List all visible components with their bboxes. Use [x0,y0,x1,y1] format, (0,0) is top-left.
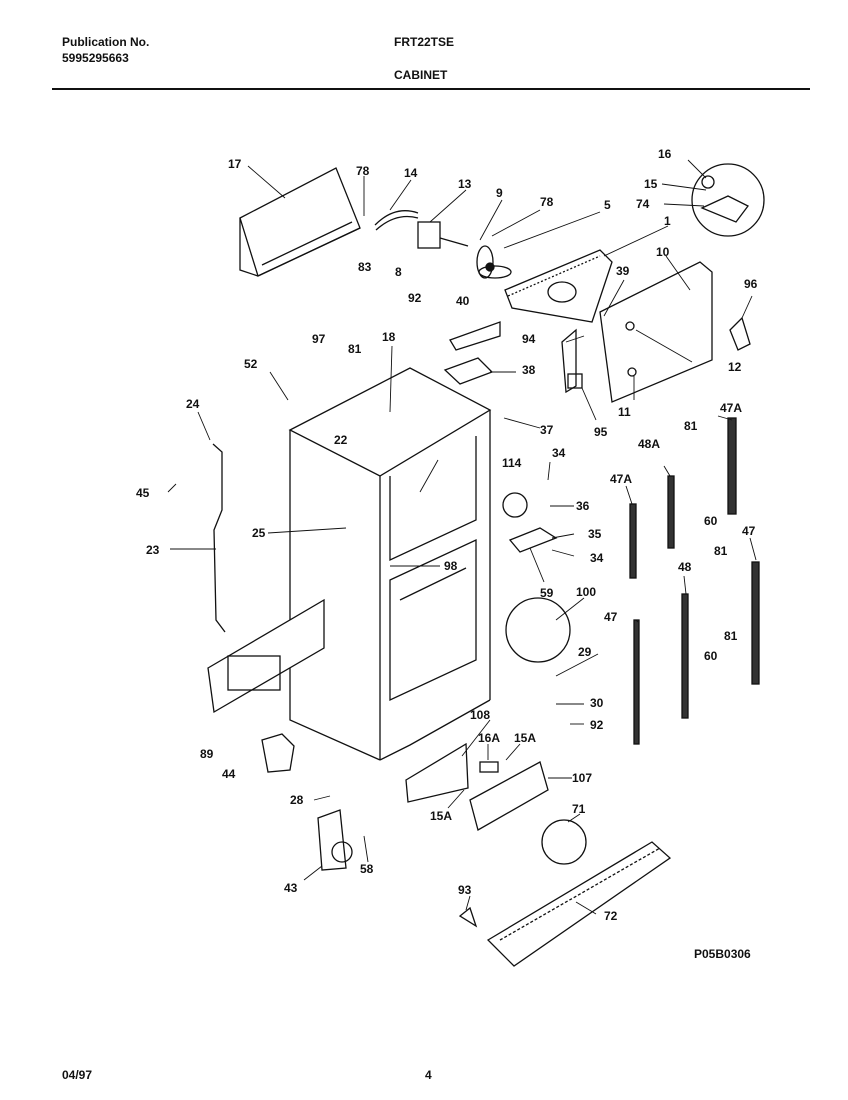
callout-label: 16 [658,147,672,161]
callout-label: 45 [136,486,150,500]
light-assembly-parts [405,742,549,831]
grille-assembly [458,819,672,967]
callout-label: 89 [200,747,214,761]
light-socket-inset [691,163,765,237]
callout-label: 107 [572,771,592,785]
callout-label: 36 [576,499,590,513]
callout-label: 11 [618,405,631,419]
callout-label: 17 [228,157,242,171]
callout-label: 81 [684,419,698,433]
model-number: FRT22TSE [394,35,455,49]
footer-date: 04/97 [62,1068,93,1082]
callout-label: 72 [604,909,618,923]
callout-label: 108 [470,708,490,722]
callout-label: 43 [284,881,298,895]
callout-label: 48 [678,560,692,574]
hinge-bracket-part [508,527,558,553]
motor-mount-part [317,809,353,871]
callout-label: 15 [644,177,658,191]
callout-labels: 17 78 14 13 9 78 5 1 16 15 74 83 8 10 39… [136,147,758,961]
callout-label: 28 [290,793,304,807]
callout-label: 59 [540,586,554,600]
callout-label: 83 [358,260,372,274]
compartment-panel-part [207,598,325,714]
callout-label: 52 [244,357,258,371]
callout-label: 81 [348,342,362,356]
callout-label: 98 [444,559,458,573]
callout-label: 14 [404,166,418,180]
callout-label: 58 [360,862,374,876]
callout-label: 78 [540,195,554,209]
callout-label: 100 [576,585,596,599]
publication-label: Publication No. [62,35,150,49]
callout-label: 94 [522,332,536,346]
section-title: CABINET [394,68,448,82]
callout-label: 12 [728,360,742,374]
callout-label: 40 [456,294,470,308]
callout-label: 92 [408,291,422,305]
callout-label: 18 [382,330,396,344]
callout-label: 96 [744,277,758,291]
callout-label: 47A [610,472,632,486]
callout-label: 60 [704,514,718,528]
callout-label: 47 [742,524,756,538]
callout-label: 74 [636,197,650,211]
callout-label: 25 [252,526,266,540]
callout-label: 78 [356,164,370,178]
fan-motor-assembly [374,210,512,279]
callout-label: 29 [578,645,592,659]
circle-inset-114 [502,492,528,518]
callout-label: 44 [222,767,236,781]
callout-label: 92 [590,718,604,732]
bracket-96-part [729,316,751,351]
control-housing-part [239,167,361,277]
callout-label: 71 [572,802,586,816]
callout-label: 1 [664,214,671,228]
thermostat-bracket-parts [443,321,583,394]
relay-part [261,733,295,773]
callout-label: 8 [395,265,402,279]
callout-label: 13 [458,177,472,191]
drain-tube-part [212,443,226,633]
callout-label: 37 [540,423,554,437]
callout-label: 93 [458,883,472,897]
callout-label: 15A [430,809,452,823]
callout-label: 9 [496,186,503,200]
callout-label: 10 [656,245,670,259]
callout-label: 30 [590,696,604,710]
footer-page-number: 4 [425,1068,432,1082]
callout-label: 22 [334,433,348,447]
callout-label: 97 [312,332,326,346]
callout-label: 60 [704,649,718,663]
callout-label: 81 [714,544,728,558]
diagram-code: P05B0306 [694,947,751,961]
publication-number: 5995295663 [62,51,129,65]
callout-label: 114 [502,456,522,470]
callout-label: 81 [724,629,738,643]
callout-label: 16A [478,731,500,745]
callout-label: 34 [590,551,604,565]
callout-label: 39 [616,264,630,278]
callout-label: 23 [146,543,160,557]
callout-label: 35 [588,527,602,541]
callout-label: 34 [552,446,566,460]
callout-label: 38 [522,363,536,377]
leader-lines [167,159,757,915]
callout-label: 15A [514,731,536,745]
callout-label: 48A [638,437,660,451]
callout-label: 47 [604,610,618,624]
callout-label: 5 [604,198,611,212]
trim-strips [629,417,760,745]
callout-label: 95 [594,425,608,439]
rear-panel-part [599,261,713,403]
header-rule [52,88,810,90]
callout-label: 24 [186,397,200,411]
evaporator-cover-part [504,249,613,323]
circle-inset-100 [505,597,571,663]
callout-label: 47A [720,401,742,415]
cabinet-shell [288,367,492,761]
